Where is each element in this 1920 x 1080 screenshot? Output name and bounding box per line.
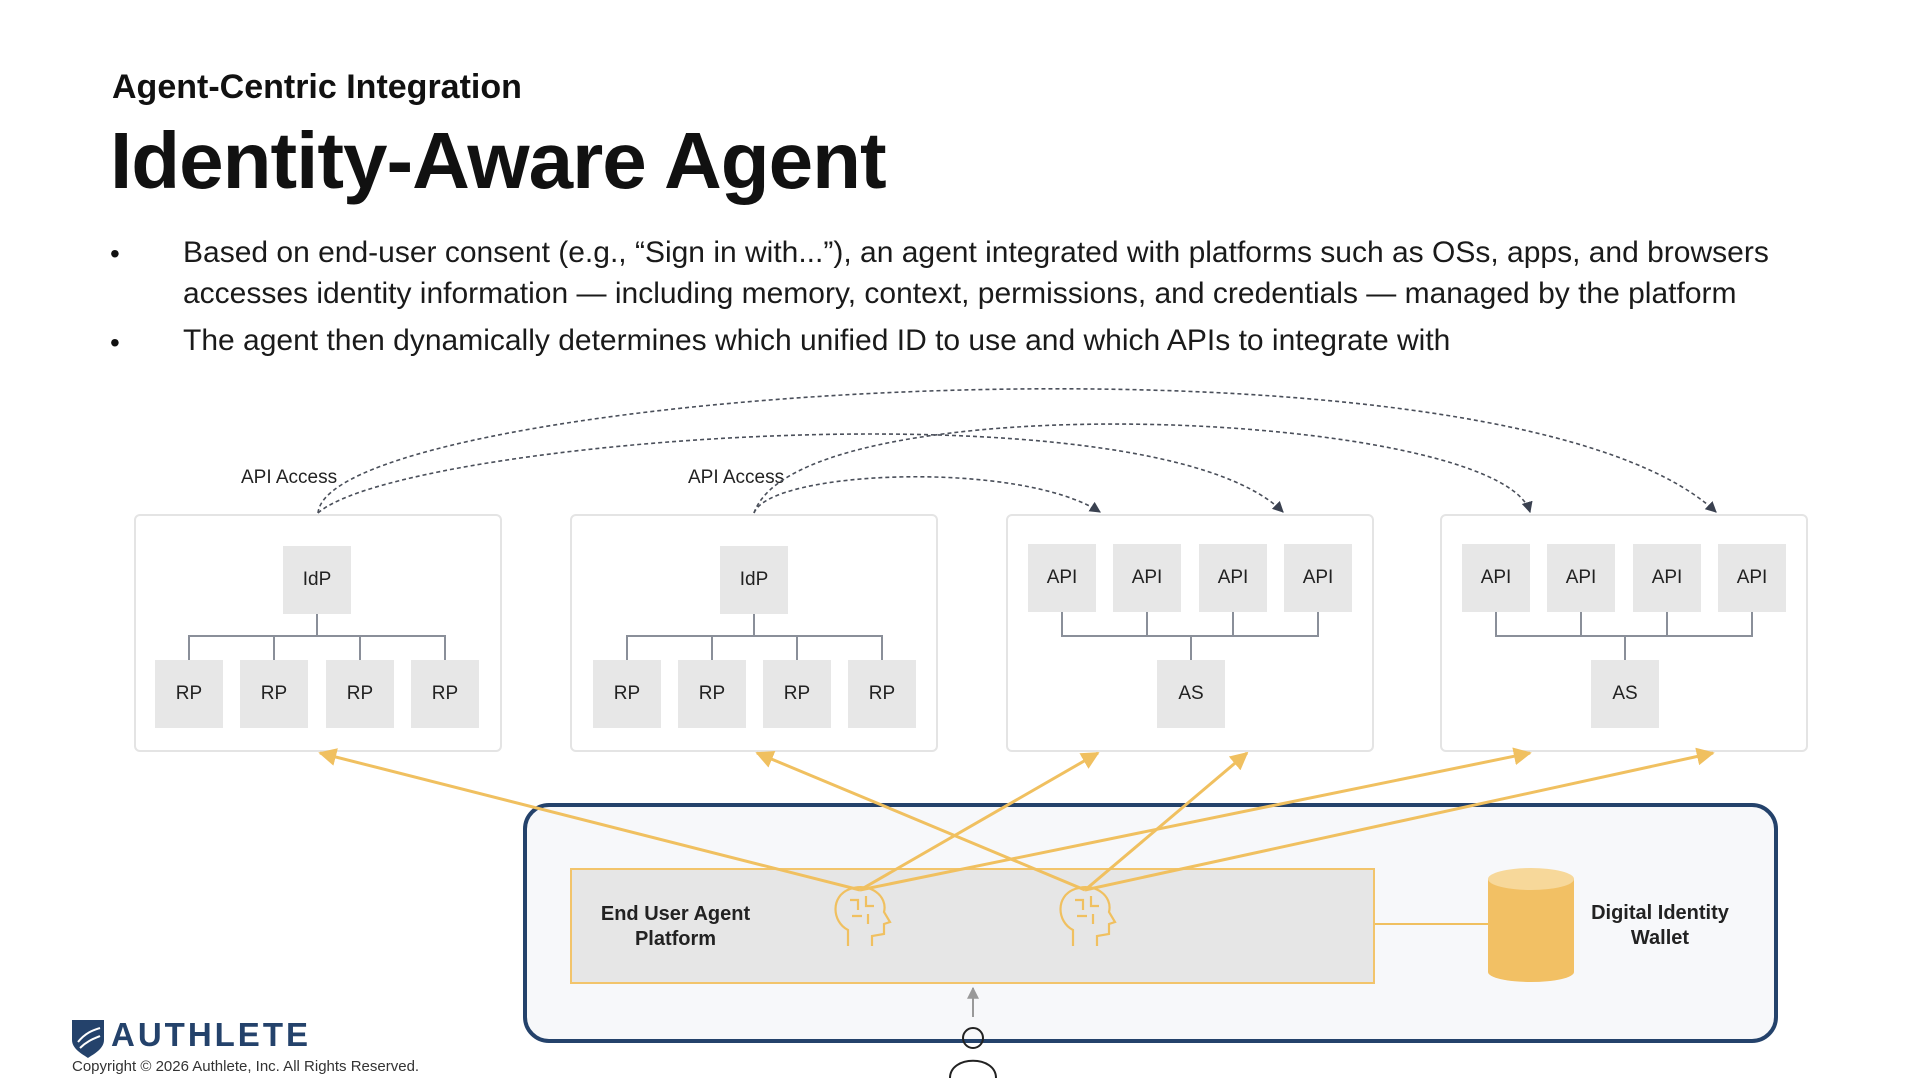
- end-user-agent-platform: [570, 868, 1375, 984]
- rp-node: RP: [848, 660, 916, 728]
- as-node: AS: [1591, 660, 1659, 728]
- api-node: API: [1547, 544, 1615, 612]
- rp-node: RP: [593, 660, 661, 728]
- end-user-icon: [949, 1027, 997, 1079]
- rp-node: RP: [155, 660, 223, 728]
- authlete-logo-icon: [72, 1020, 104, 1058]
- section-subtitle: Agent-Centric Integration: [112, 68, 522, 106]
- wallet-label: Digital Identity Wallet: [1591, 902, 1729, 949]
- agent-arrows: [318, 747, 1715, 892]
- rp-node: RP: [763, 660, 831, 728]
- as-node: AS: [1157, 660, 1225, 728]
- api-node: API: [1199, 544, 1267, 612]
- copyright-text: Copyright © 2026 Authlete, Inc. All Righ…: [72, 1058, 420, 1075]
- api-node: API: [1633, 544, 1701, 612]
- rp-node: RP: [411, 660, 479, 728]
- api-node: API: [1113, 544, 1181, 612]
- api-node: API: [1462, 544, 1530, 612]
- bullet-line: The agent then dynamically determines wh…: [183, 324, 1451, 357]
- bullet-text: Based on end-user consent (e.g., “Sign i…: [183, 232, 1769, 314]
- bullet-line: Based on end-user consent (e.g., “Sign i…: [183, 236, 1769, 269]
- api-access-label: API Access: [241, 467, 338, 488]
- idp-tree-lines: [188, 612, 1753, 660]
- idp-node: IdP: [283, 546, 351, 614]
- api-access-label: API Access: [688, 467, 785, 488]
- rp-node: RP: [240, 660, 308, 728]
- wallet-database-icon: [1488, 868, 1574, 982]
- platform-label: End User Agent Platform: [600, 903, 751, 950]
- page-title: Identity-Aware Agent: [110, 116, 887, 205]
- authlete-logo-text: AUTHLETE: [111, 1016, 311, 1053]
- bullet-text: The agent then dynamically determines wh…: [183, 320, 1450, 361]
- idp-node: IdP: [720, 546, 788, 614]
- rp-node: RP: [678, 660, 746, 728]
- bullet-line: accesses identity information — includin…: [183, 277, 1737, 310]
- api-node: API: [1028, 544, 1096, 612]
- api-access-arcs: [317, 388, 1717, 514]
- bullet-marker: •: [110, 238, 120, 269]
- agent-brain-icon: [834, 886, 892, 946]
- api-node: API: [1718, 544, 1786, 612]
- bullet-marker: •: [110, 327, 120, 358]
- agent-brain-icon: [1059, 886, 1117, 946]
- rp-node: RP: [326, 660, 394, 728]
- api-node: API: [1284, 544, 1352, 612]
